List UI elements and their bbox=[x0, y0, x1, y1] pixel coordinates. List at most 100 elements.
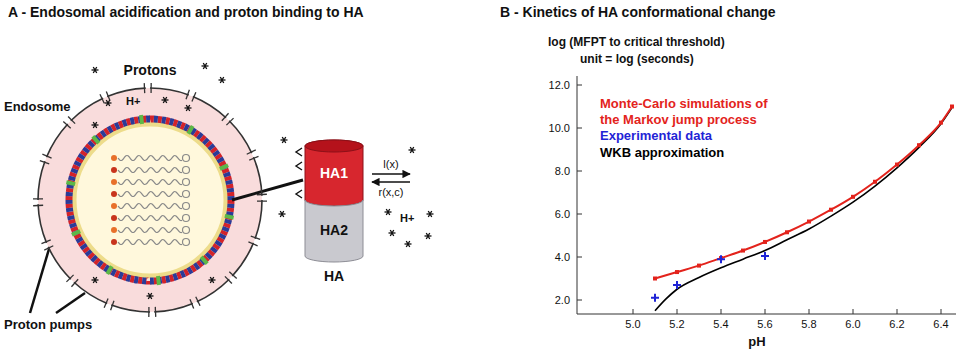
star-stroke bbox=[106, 100, 110, 106]
legend-text: WKB approximation bbox=[600, 145, 724, 160]
node-outline bbox=[4, 84, 266, 316]
star-stroke bbox=[428, 211, 432, 217]
star-stroke bbox=[203, 63, 207, 69]
star-stroke bbox=[410, 147, 414, 153]
unbinding-arrow bbox=[372, 181, 410, 182]
surface-protein bbox=[91, 135, 100, 144]
rna-strand bbox=[118, 216, 182, 221]
surface-protein bbox=[66, 180, 76, 186]
surface-protein bbox=[71, 229, 81, 236]
simulation-marker bbox=[653, 277, 657, 281]
star-stroke bbox=[386, 209, 390, 215]
star-stroke bbox=[390, 230, 394, 236]
proton-star bbox=[219, 77, 226, 83]
domain-label: HA2 bbox=[320, 222, 348, 238]
simulation-marker bbox=[697, 264, 701, 268]
simulation-marker bbox=[851, 195, 855, 199]
ha2-cylinder: HA2 bbox=[305, 200, 363, 262]
cylinder-top bbox=[305, 140, 363, 152]
star-stroke bbox=[106, 100, 110, 106]
surface-protein bbox=[219, 163, 229, 170]
receptor-site bbox=[296, 162, 302, 170]
tick-mark bbox=[577, 214, 582, 215]
chart bbox=[577, 76, 956, 314]
rna-strand bbox=[118, 168, 182, 173]
star-stroke bbox=[406, 241, 410, 247]
tick-mark bbox=[633, 309, 634, 314]
rna-end bbox=[111, 155, 117, 161]
tick-label: 2.0 bbox=[555, 294, 570, 307]
tick-label: 5.8 bbox=[801, 318, 816, 331]
endosome-label: Endosome bbox=[4, 100, 70, 115]
proton-star bbox=[105, 100, 112, 106]
tick-label: 5.4 bbox=[713, 318, 728, 331]
surface-proteins bbox=[66, 115, 234, 285]
proton-star bbox=[279, 211, 286, 217]
tick-mark bbox=[577, 300, 582, 301]
tick-mark bbox=[897, 309, 898, 314]
leader-line bbox=[30, 249, 49, 313]
lipid-ring bbox=[69, 119, 231, 281]
simulation-marker bbox=[950, 105, 954, 109]
pump-label: Proton pumps bbox=[4, 318, 92, 333]
panel-title: B - Kinetics of HA conformational change bbox=[500, 4, 776, 20]
star-stroke bbox=[93, 122, 97, 128]
proton-star bbox=[281, 137, 288, 143]
tick-label: 5.0 bbox=[625, 318, 640, 331]
endosome-membrane bbox=[38, 88, 262, 312]
tick-label: 6.0 bbox=[845, 318, 860, 331]
legend-text: Experimental data bbox=[600, 128, 712, 143]
star-stroke bbox=[220, 77, 224, 83]
star-stroke bbox=[426, 233, 430, 239]
rna-loop bbox=[183, 227, 190, 234]
proton-star bbox=[427, 211, 434, 217]
tick-label: 12.0 bbox=[549, 79, 570, 92]
simulation-marker bbox=[917, 143, 921, 147]
cylinder-body bbox=[305, 140, 363, 206]
star-stroke bbox=[426, 233, 430, 239]
endosome-lumen bbox=[38, 88, 262, 312]
star-stroke bbox=[93, 277, 97, 283]
tick-mark bbox=[765, 309, 766, 314]
rna-end bbox=[111, 179, 117, 185]
tick-mark bbox=[677, 309, 678, 314]
tick-label: 5.6 bbox=[757, 318, 772, 331]
axis-unit: unit = log (seconds) bbox=[580, 53, 694, 67]
surface-protein bbox=[187, 125, 195, 135]
simulation-marker bbox=[675, 270, 679, 274]
star-stroke bbox=[280, 211, 284, 217]
star-stroke bbox=[410, 147, 414, 153]
experiment-marker bbox=[717, 255, 725, 263]
tick-mark bbox=[853, 309, 854, 314]
protons-label: Protons bbox=[124, 62, 177, 78]
star-stroke bbox=[93, 67, 97, 73]
tick-label: 6.4 bbox=[933, 318, 948, 331]
proton-star bbox=[92, 67, 99, 73]
simulation-marker bbox=[829, 208, 833, 212]
tick-label: 8.0 bbox=[555, 165, 570, 178]
tick-label: 6.2 bbox=[889, 318, 904, 331]
proton-star bbox=[92, 277, 99, 283]
proton-star bbox=[185, 105, 192, 111]
proton-star bbox=[389, 230, 396, 236]
lipid-ring bbox=[69, 119, 231, 281]
tick-mark bbox=[577, 85, 582, 86]
star-stroke bbox=[390, 230, 394, 236]
star-stroke bbox=[203, 63, 207, 69]
binding-arrow bbox=[372, 173, 410, 174]
star-stroke bbox=[93, 277, 97, 283]
proton-star bbox=[425, 233, 432, 239]
rna-loop bbox=[183, 215, 190, 222]
axis-title: log (MFPT to critical threshold) bbox=[548, 36, 725, 50]
star-stroke bbox=[406, 241, 410, 247]
rate-label: l(x) bbox=[383, 158, 398, 171]
proton-star bbox=[385, 209, 392, 215]
legend-entry: WKB approximation bbox=[600, 145, 724, 161]
receptor-site bbox=[296, 190, 302, 198]
legend-text: Monte-Carlo simulations of the Markov ju… bbox=[600, 96, 768, 127]
star-stroke bbox=[148, 293, 152, 299]
star-stroke bbox=[93, 67, 97, 73]
rna-loop bbox=[183, 191, 190, 198]
tick-label: 6.0 bbox=[555, 208, 570, 221]
